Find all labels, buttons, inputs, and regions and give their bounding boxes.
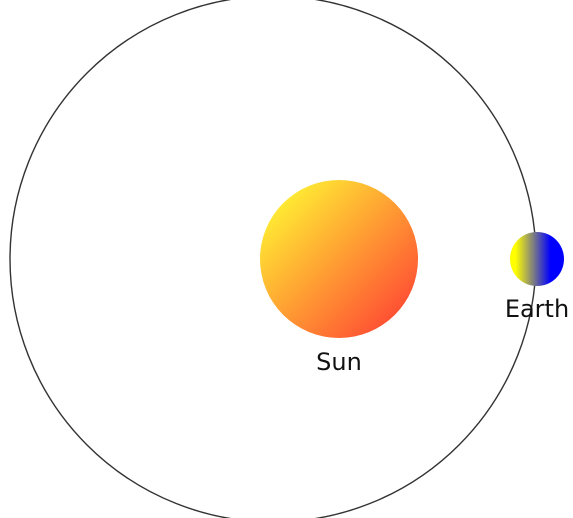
earth-label: Earth <box>505 295 569 323</box>
sun <box>260 180 418 338</box>
earth <box>510 232 564 286</box>
sun-label: Sun <box>316 348 362 376</box>
